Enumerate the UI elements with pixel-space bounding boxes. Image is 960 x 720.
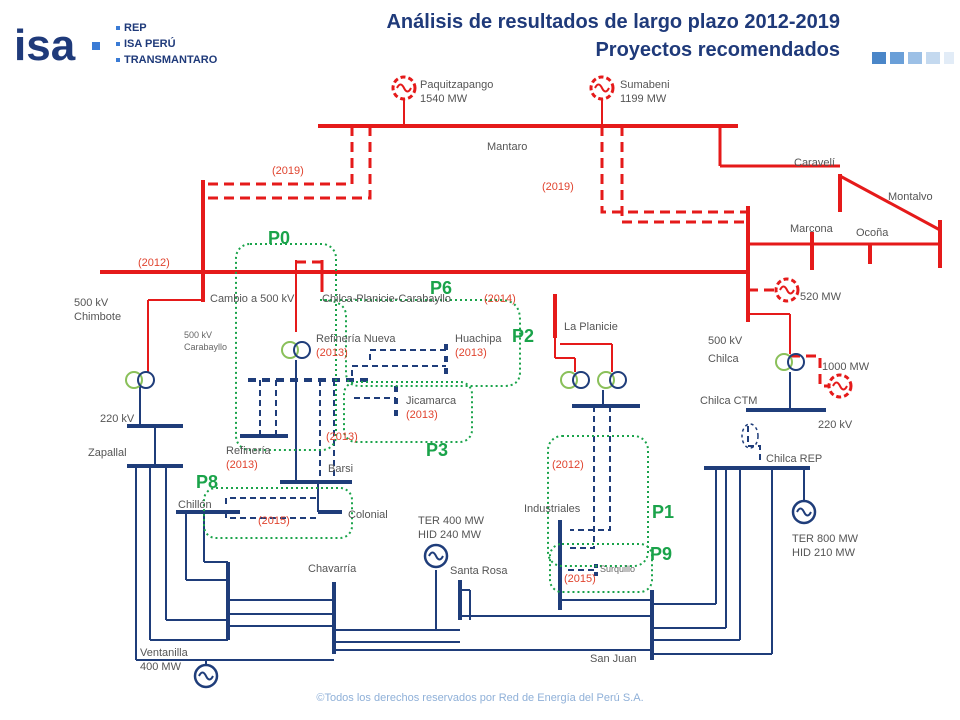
project-tag-p1: P1: [652, 502, 674, 522]
label-montalvo: Montalvo: [888, 191, 933, 203]
label-chilca-ctm: Chilca CTM: [700, 395, 757, 407]
year-2013-refineria-nueva: (2013): [316, 347, 348, 359]
label-paquitzapango: Paquitzapango: [420, 79, 493, 91]
project-tag-p2: P2: [512, 326, 534, 346]
label-jicamarca: Jicamarca: [406, 395, 457, 407]
deco-square: [944, 52, 954, 64]
label-chilca: Chilca: [708, 353, 739, 365]
year-2019-left: (2019): [272, 165, 304, 177]
slide-title: Análisis de resultados de largo plazo 20…: [386, 8, 840, 64]
label-hid240: HID 240 MW: [418, 529, 482, 541]
year-2013-jicamarca: (2013): [406, 409, 438, 421]
label-industriales: Industriales: [524, 503, 581, 515]
year-2015-surquillo: (2015): [564, 573, 596, 585]
logo-company-transmantaro: TRANSMANTARO: [124, 54, 218, 66]
planned-220kv: [225, 344, 761, 576]
generator-icon: [391, 75, 417, 101]
label-refineria-nueva: Refinería Nueva: [316, 333, 396, 345]
project-tag-p9: P9: [650, 544, 672, 564]
generator-icon: [774, 277, 800, 303]
label-sumabeni: Sumabeni: [620, 79, 670, 91]
label-ventanilla-mw: 400 MW: [140, 661, 182, 673]
transformer-icon: [125, 371, 155, 389]
transformer-icon: [597, 371, 627, 389]
year-2015-chillon: (2015): [258, 515, 290, 527]
label-paquitzapango-mw: 1540 MW: [420, 93, 468, 105]
label-1000mw: 1000 MW: [822, 361, 870, 373]
label-caraveli: Caravelí: [794, 157, 835, 169]
label-520mw: 520 MW: [800, 291, 842, 303]
project-tag-p6: P6: [430, 278, 452, 298]
label-chilca-rep: Chilca REP: [766, 453, 822, 465]
label-chavarria: Chavarría: [308, 563, 357, 575]
label-220kv-right: 220 kV: [818, 419, 853, 431]
title-line-2: Proyectos recomendados: [595, 39, 840, 61]
year-2019-right: (2019): [542, 181, 574, 193]
label-chilca-planicie: Chilca-Planicie-Carabayllo: [322, 293, 451, 305]
label-chillon: Chillón: [178, 499, 212, 511]
deco-square: [926, 52, 940, 64]
project-tag-p3: P3: [426, 440, 448, 460]
planned-500kv: [203, 126, 830, 388]
generator-icon: [423, 543, 449, 569]
isa-logo: isa REP ISA PERÚ TRANSMANTARO: [10, 12, 260, 82]
project-tag-p0: P0: [268, 228, 290, 248]
label-chimbote-kv: 500 kV: [74, 297, 109, 309]
year-2014: (2014): [484, 293, 516, 305]
year-2012-industriales: (2012): [552, 459, 584, 471]
generator-icon: [589, 75, 615, 101]
deco-square: [890, 52, 904, 64]
title-line-1: Análisis de resultados de largo plazo 20…: [386, 11, 840, 33]
year-2013-huachipa: (2013): [455, 347, 487, 359]
lines-220kv: [135, 360, 805, 676]
label-chimbote: Chimbote: [74, 311, 121, 323]
transformer-icon: [281, 341, 311, 359]
label-carabayllo: Carabayllo: [184, 342, 227, 352]
label-mantaro: Mantaro: [487, 141, 527, 153]
generator-icon: [827, 373, 853, 399]
label-ter400: TER 400 MW: [418, 515, 485, 527]
logo-company-rep: REP: [124, 22, 147, 34]
label-chilca-kv: 500 kV: [708, 335, 743, 347]
label-san-juan: San Juan: [590, 653, 636, 665]
label-marcona: Marcona: [790, 223, 834, 235]
label-carabayllo-kv: 500 kV: [184, 330, 212, 340]
label-refineria: Refinería: [226, 445, 272, 457]
deco-square: [908, 52, 922, 64]
label-ventanilla: Ventanilla: [140, 647, 189, 659]
label-ocona: Ocoña: [856, 227, 889, 239]
label-cambio: Cambio a 500 kV: [210, 293, 295, 305]
year-2012-top: (2012): [138, 257, 170, 269]
footer-copyright: ©Todos los derechos reservados por Red d…: [316, 692, 644, 704]
generator-icon: [193, 663, 219, 689]
label-220kv-left: 220 kV: [100, 413, 135, 425]
transformer-icon: [560, 371, 590, 389]
label-zapallal: Zapallal: [88, 447, 127, 459]
label-sumabeni-mw: 1199 MW: [620, 93, 667, 105]
generator-icon: [791, 499, 817, 525]
label-barsi: Barsi: [328, 463, 353, 475]
network-500kv: [100, 96, 942, 372]
year-2013-mid: (2013): [326, 431, 358, 443]
project-tag-p8: P8: [196, 472, 218, 492]
label-colonial: Colonial: [348, 509, 388, 521]
deco-square: [872, 52, 886, 64]
label-la-planicie: La Planicie: [564, 321, 618, 333]
label-hid210: HID 210 MW: [792, 547, 856, 559]
label-ter800: TER 800 MW: [792, 533, 859, 545]
logo-text: isa: [14, 21, 76, 70]
label-huachipa: Huachipa: [455, 333, 502, 345]
label-surquillo: Surquillo: [600, 564, 635, 574]
label-santa-rosa: Santa Rosa: [450, 565, 508, 577]
logo-company-isa-peru: ISA PERÚ: [124, 37, 176, 50]
project-boundaries: [203, 243, 653, 593]
year-2013-refineria: (2013): [226, 459, 258, 471]
